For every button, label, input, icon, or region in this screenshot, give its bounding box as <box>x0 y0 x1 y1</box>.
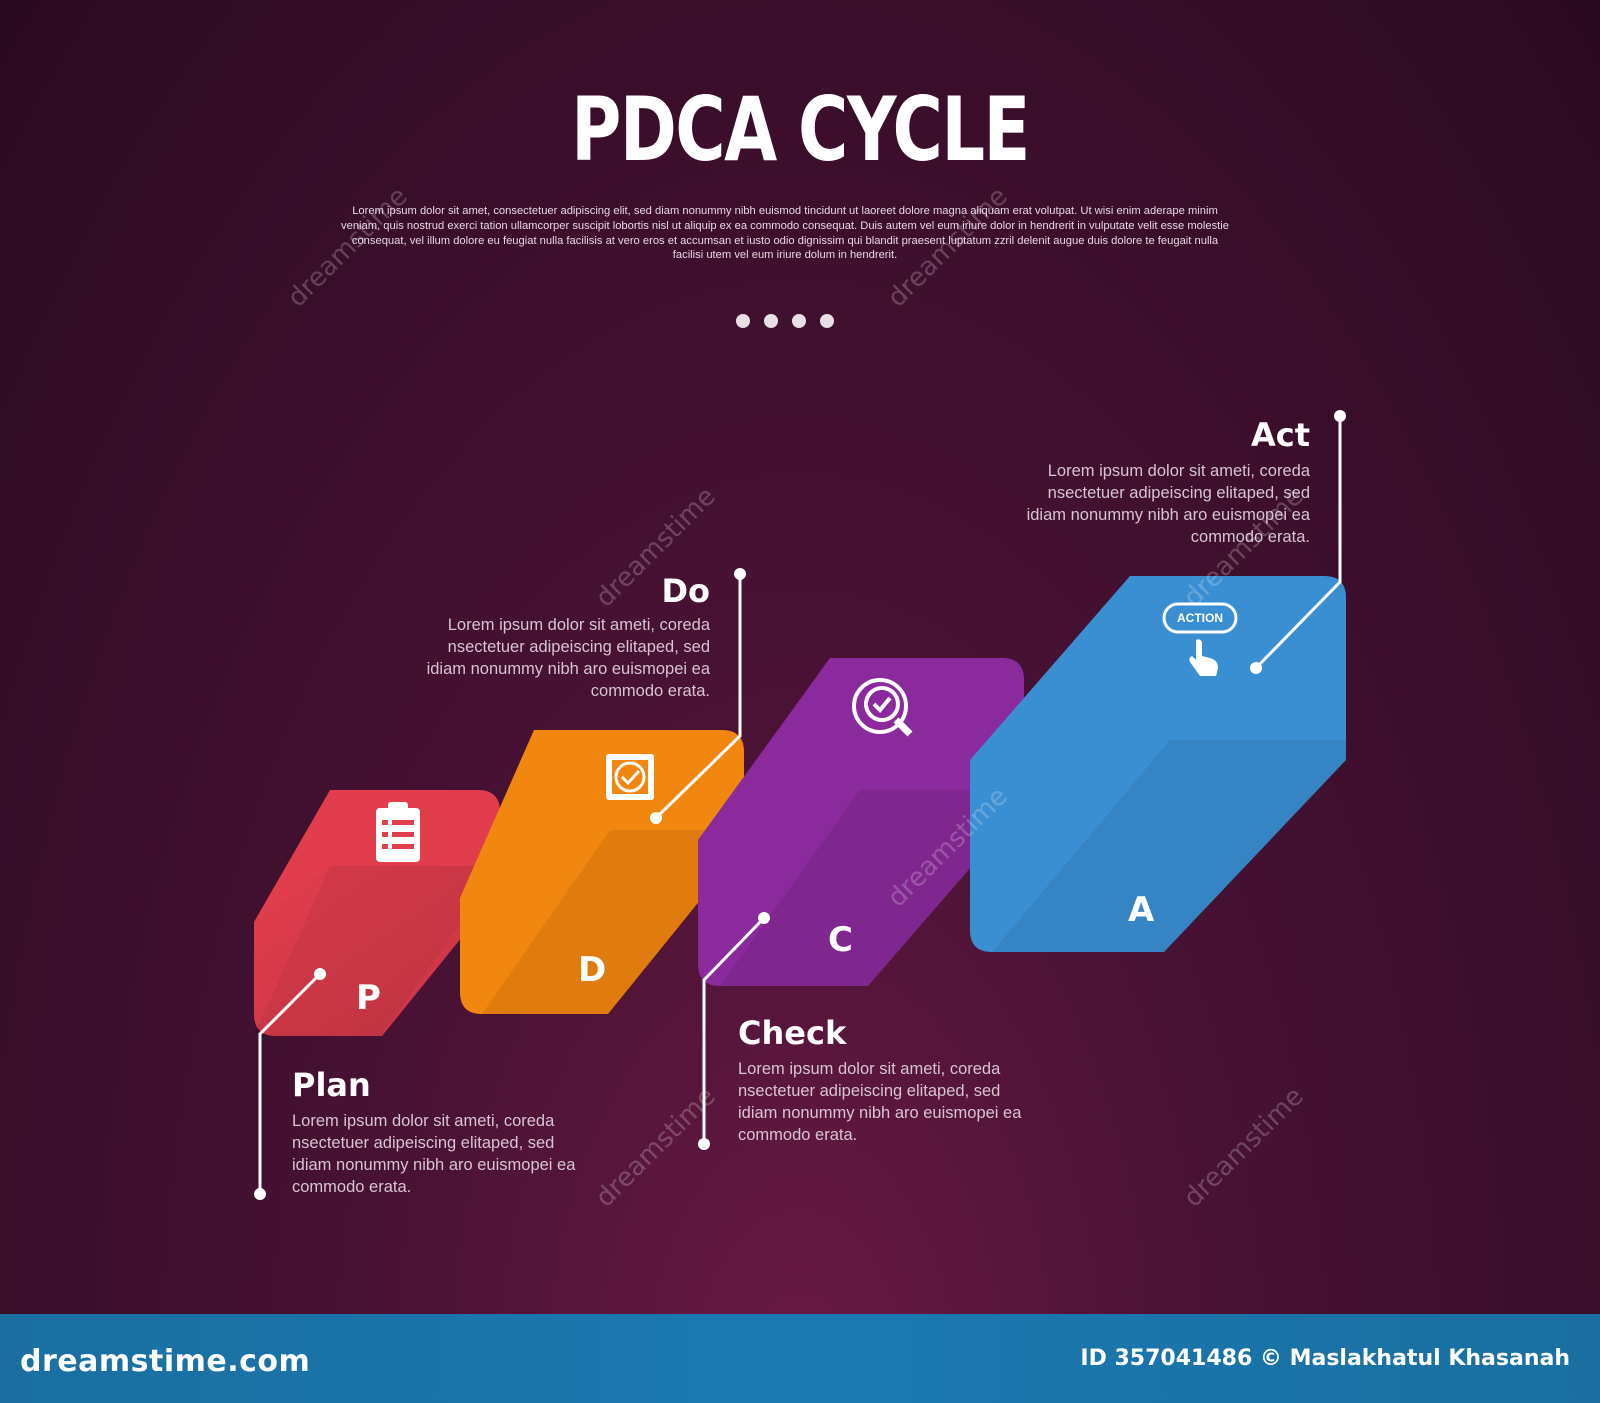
plan-text: Lorem ipsum dolor sit ameti, coreda nsec… <box>292 1112 576 1196</box>
check-letter: C <box>828 920 853 960</box>
page-title: PDCA CYCLE <box>571 78 1030 181</box>
footer-credit: ID 357041486 © Maslakhatul Khasanah <box>1080 1346 1570 1371</box>
act-letter: A <box>1128 890 1155 930</box>
check-text: Lorem ipsum dolor sit ameti, coreda nsec… <box>738 1060 1022 1144</box>
do-connector <box>654 574 742 820</box>
dot <box>736 314 750 328</box>
dot <box>820 314 834 328</box>
subtitle-text: Lorem ipsum dolor sit amet, consectetuer… <box>341 205 1229 262</box>
footer-logo: dreamstime.com <box>20 1344 311 1379</box>
svg-text:ACTION: ACTION <box>1177 611 1223 625</box>
do-letter: D <box>578 950 607 990</box>
footer-bar: dreamstime.com ID 357041486 © Maslakhatu… <box>0 1314 1600 1403</box>
do-text: Lorem ipsum dolor sit ameti, coreda nsec… <box>426 616 710 700</box>
act-text: Lorem ipsum dolor sit ameti, coreda nsec… <box>1026 462 1310 546</box>
act-connector <box>1254 416 1342 670</box>
do-label: Do <box>661 572 710 610</box>
dot <box>792 314 806 328</box>
action-hand-icon: ACTION <box>1162 602 1238 676</box>
plan-letter: P <box>356 978 381 1018</box>
plan-connector <box>258 972 322 1194</box>
pagination-dots <box>736 314 834 328</box>
connector-dots <box>254 410 1346 1200</box>
checkbox-icon <box>606 754 654 800</box>
check-shape <box>698 658 1024 986</box>
plan-label: Plan <box>292 1066 371 1104</box>
connector-lines <box>258 416 1342 1194</box>
check-label: Check <box>738 1014 847 1052</box>
act-label: Act <box>1250 416 1310 454</box>
clipboard-icon <box>376 802 420 862</box>
check-block <box>698 658 1024 986</box>
check-connector <box>702 916 766 1144</box>
magnifier-check-icon <box>852 678 913 737</box>
dot <box>764 314 778 328</box>
